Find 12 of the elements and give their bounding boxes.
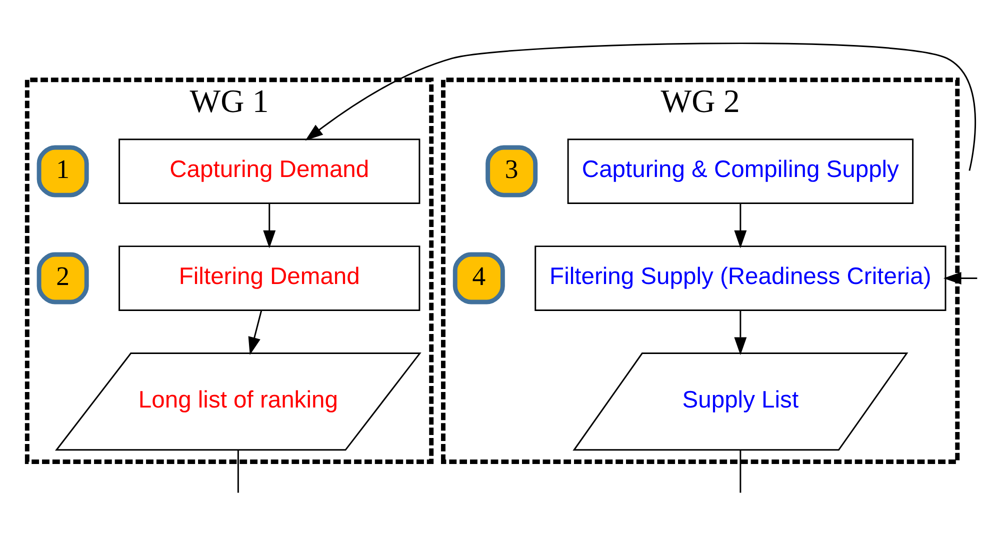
- node-box: Filtering Demand: [118, 246, 420, 311]
- arrow: [248, 310, 262, 356]
- arrow: [942, 272, 977, 285]
- node-box: Capturing Demand: [118, 138, 420, 204]
- arrow: [734, 203, 746, 248]
- connector: [739, 450, 741, 493]
- arrow: [262, 203, 276, 248]
- arrow: [734, 310, 746, 356]
- node-box: Capturing & Compiling Supply: [566, 138, 914, 204]
- connector: [236, 450, 238, 493]
- node-box: Filtering Supply (Readiness Criteria): [534, 246, 946, 311]
- arrow: [304, 42, 976, 171]
